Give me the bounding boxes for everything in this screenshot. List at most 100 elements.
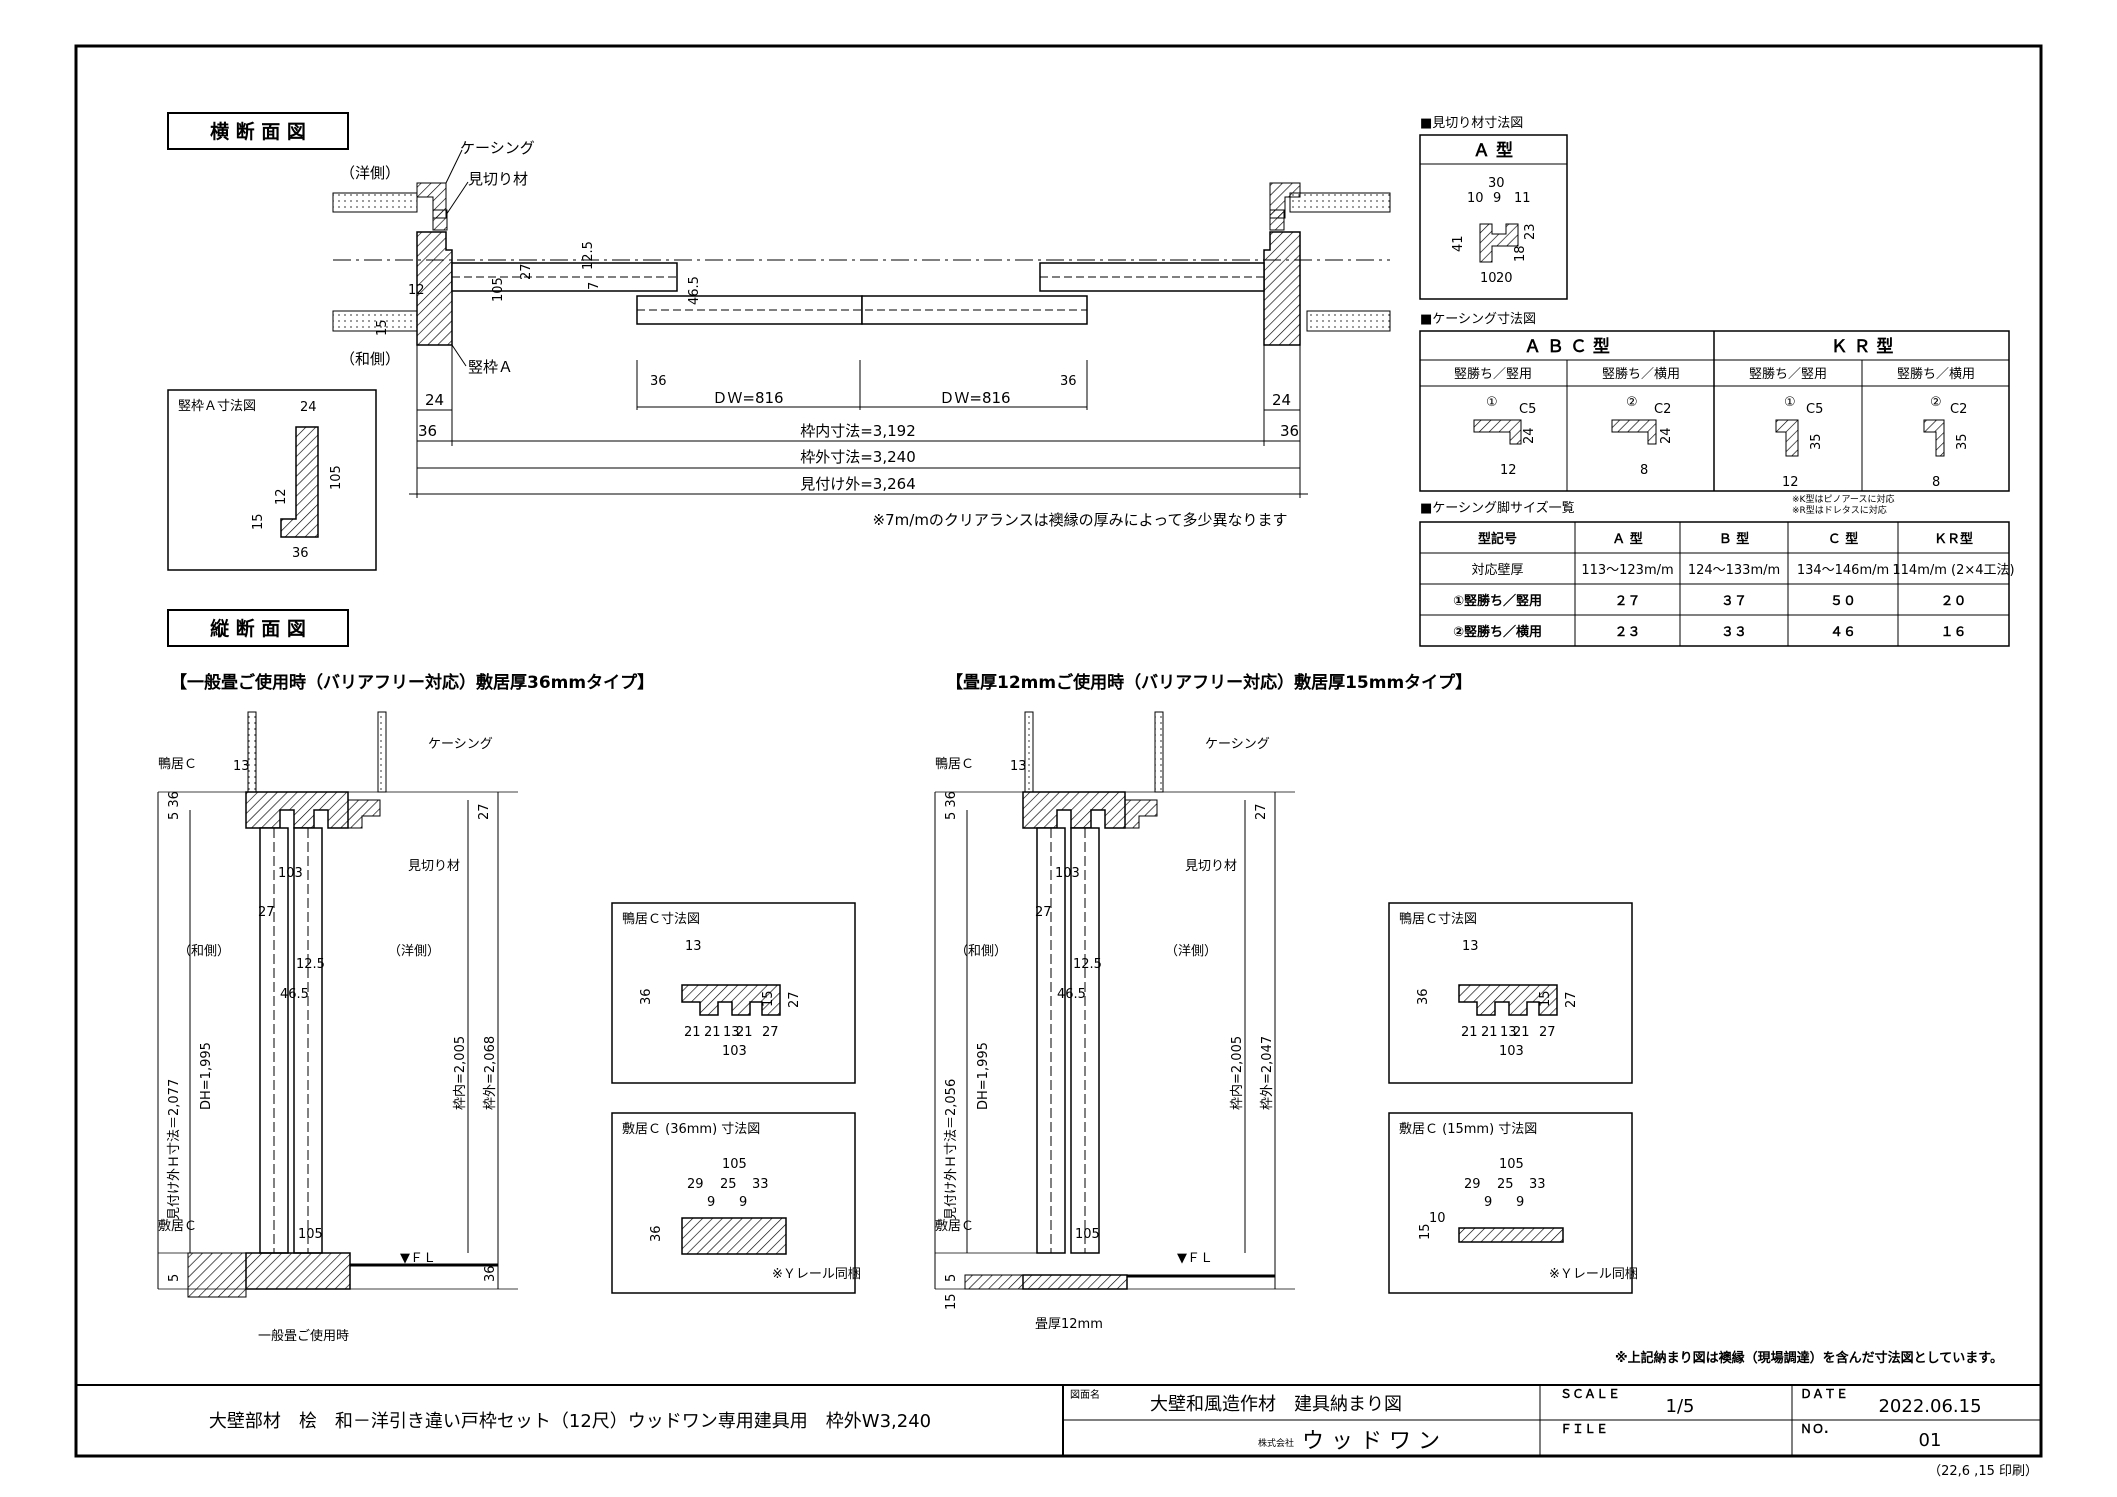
dim-label: 13 bbox=[1462, 939, 1479, 954]
dim-outer: 枠外寸法=3,240 bbox=[800, 448, 916, 466]
casing-c2: ② bbox=[1626, 395, 1638, 410]
dim-label: 27 bbox=[787, 991, 802, 1008]
dim-label: 13 bbox=[723, 1025, 740, 1040]
leader-casing bbox=[445, 149, 463, 184]
size-table-title: ■ケーシング脚サイズ一覧 bbox=[1420, 500, 1575, 516]
dim-label: （洋側） bbox=[1165, 944, 1217, 959]
mikiri-9: 9 bbox=[1493, 191, 1501, 206]
casing-12b: 12 bbox=[1782, 475, 1799, 490]
casing-profile-3 bbox=[1775, 419, 1799, 457]
tb-date-label: ＤＡＴＥ bbox=[1800, 1387, 1848, 1401]
dim-label: 105 bbox=[298, 1227, 323, 1242]
dim-label: 5 36 bbox=[167, 791, 182, 820]
tb-scale: 1/5 bbox=[1666, 1396, 1695, 1417]
dim-label: 29 bbox=[1464, 1177, 1481, 1192]
casing-profile-4 bbox=[1923, 419, 1945, 457]
detail-a-24: 24 bbox=[300, 400, 317, 415]
dim-label: 27 bbox=[1254, 803, 1269, 820]
casing-c4: ② bbox=[1930, 395, 1942, 410]
wall-upper-left bbox=[332, 192, 418, 213]
dim-label: 枠内=2,005 bbox=[452, 1036, 468, 1110]
plan-title-box bbox=[167, 112, 349, 150]
mikiri-23: 23 bbox=[1523, 223, 1538, 240]
dim-label: 9 bbox=[739, 1195, 747, 1210]
casing-table: ■ケーシング寸法図 Ａ Ｂ Ｃ 型 Ｋ Ｒ 型 竪勝ち／竪用 竪勝ち／横用 竪勝… bbox=[1419, 312, 2010, 492]
casing-col2: 竪勝ち／横用 bbox=[1602, 367, 1680, 382]
dim-label: 12.5 bbox=[296, 957, 325, 972]
shikii-detail-box bbox=[1388, 1112, 1633, 1294]
title-block: 大壁部材 桧 和－洋引き違い戸枠セット（12尺）ウッドワン専用建具用 枠外W3,… bbox=[76, 1384, 2041, 1479]
casing-c3: ① bbox=[1784, 395, 1796, 410]
mikiri-18: 18 bbox=[1513, 245, 1528, 262]
casing-35b: 35 bbox=[1955, 433, 1970, 450]
size-header: Ｃ 型 bbox=[1828, 531, 1859, 547]
dim-label: 27 bbox=[1539, 1025, 1556, 1040]
dim-12-5: 12.5 bbox=[581, 241, 596, 270]
plan-title: 横 断 面 図 bbox=[210, 120, 306, 143]
dim-label: 枠外=2,047 bbox=[1260, 1036, 1275, 1110]
tb-company: ウ ッ ド ワ ン bbox=[1302, 1429, 1440, 1454]
casing-c5b: C5 bbox=[1806, 402, 1823, 417]
dim-label: 103 bbox=[1055, 866, 1080, 881]
casing-8a: 8 bbox=[1640, 463, 1648, 478]
dim-105: 105 bbox=[491, 277, 506, 302]
tatami bbox=[964, 1274, 1024, 1290]
dim-label: 10 bbox=[1429, 1211, 1446, 1226]
dim-label: DH=1,995 bbox=[976, 1042, 991, 1110]
label-casing: ケーシング bbox=[460, 139, 535, 157]
size-table-note2: ※R型はドレタスに対応 bbox=[1792, 504, 1887, 516]
dim-label: 13 bbox=[233, 759, 250, 774]
dim-label: 15 bbox=[944, 1293, 959, 1310]
dim-36-inner-left: 36 bbox=[418, 422, 437, 440]
dim-label: 15 bbox=[1418, 1223, 1433, 1240]
casing-col1: 竪勝ち／竪用 bbox=[1454, 367, 1532, 382]
dim-label: ケーシング bbox=[1205, 737, 1270, 752]
detail-a-15: 15 bbox=[251, 513, 266, 530]
label-western-side: （洋側） bbox=[340, 164, 400, 182]
dim-label: 21 bbox=[1513, 1025, 1530, 1040]
dim-label: ケーシング bbox=[428, 737, 493, 752]
vertical-title-box bbox=[167, 609, 349, 647]
dim-label: 9 bbox=[1516, 1195, 1524, 1210]
casing-35a: 35 bbox=[1809, 433, 1824, 450]
dim-label: 21 bbox=[736, 1025, 753, 1040]
frame-post-right bbox=[1263, 231, 1301, 346]
kamoi-detail-box bbox=[611, 902, 856, 1084]
size-cell: 対応壁厚 bbox=[1471, 563, 1523, 578]
label-mikiri: 見切り材 bbox=[468, 170, 528, 188]
tb-company-prefix: 株式会社 bbox=[1258, 1437, 1294, 1449]
dim-label: 5 bbox=[944, 1274, 959, 1282]
mikiri-20: 20 bbox=[1496, 271, 1513, 286]
casing-24a: 24 bbox=[1522, 427, 1537, 444]
dim-label: ※Ｙレール同梱 bbox=[772, 1267, 861, 1282]
dim-label: 103 bbox=[722, 1044, 747, 1059]
label-tatewaku-a: 竪枠Ａ bbox=[468, 358, 513, 376]
detail-a-profile bbox=[280, 426, 319, 538]
casing-24b: 24 bbox=[1659, 427, 1674, 444]
size-cell: ３３ bbox=[1721, 625, 1747, 640]
size-cell: 113〜123m/m bbox=[1581, 563, 1673, 578]
dim-label: 25 bbox=[1497, 1177, 1514, 1192]
dim-label: ▼ＦＬ bbox=[400, 1251, 436, 1266]
mikiri-box bbox=[1419, 134, 1568, 300]
mikiri-title: ■見切り材寸法図 bbox=[1420, 116, 1523, 131]
tb-printed: （22,6 ,15 印刷） bbox=[1928, 1464, 2038, 1479]
dim-label: 21 bbox=[1481, 1025, 1498, 1040]
tb-drawing-label: 図面名 bbox=[1070, 1388, 1100, 1401]
kamoi-detail-profile bbox=[681, 984, 781, 1016]
dim-label: 15 bbox=[761, 990, 776, 1007]
tatami bbox=[187, 1252, 247, 1298]
casing-profile-2 bbox=[1611, 419, 1657, 445]
size-table-note1: ※K型はピノアースに対応 bbox=[1792, 493, 1894, 505]
dim-label: 敷居Ｃ (15mm) 寸法図 bbox=[1399, 1122, 1537, 1137]
size-header: 型記号 bbox=[1478, 531, 1517, 547]
tb-no: 01 bbox=[1919, 1430, 1942, 1451]
dim-label: 枠内=2,005 bbox=[1229, 1036, 1245, 1110]
dim-label: 46.5 bbox=[280, 987, 309, 1002]
mikiri-profile bbox=[1479, 223, 1519, 263]
dim-label: 46.5 bbox=[1057, 987, 1086, 1002]
casing-kr: Ｋ Ｒ 型 bbox=[1831, 336, 1894, 357]
dim-label: 鴨居Ｃ bbox=[158, 757, 197, 772]
dim-label: 5 36 bbox=[944, 791, 959, 820]
